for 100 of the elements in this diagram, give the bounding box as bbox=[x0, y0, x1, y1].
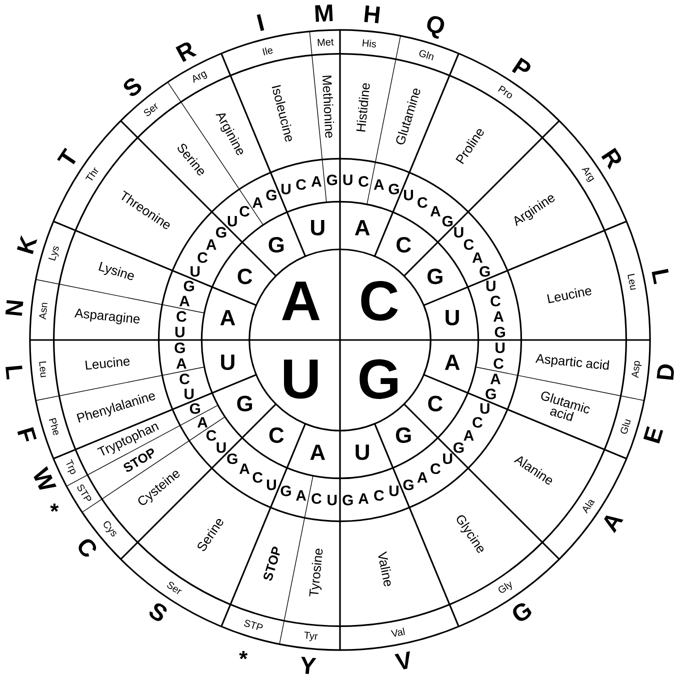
third-base-letter: U bbox=[389, 486, 398, 496]
one-letter-code: A bbox=[604, 516, 624, 534]
third-base-letter: U bbox=[228, 216, 237, 226]
amino-acid-abbreviation: Glu bbox=[620, 419, 631, 434]
third-base-letter: C bbox=[494, 358, 504, 369]
stop-symbol: * bbox=[239, 651, 248, 660]
second-base-letter: G bbox=[237, 396, 252, 412]
third-base-letter: U bbox=[266, 480, 276, 490]
first-base-letter: G bbox=[360, 359, 398, 399]
third-base-letter: G bbox=[388, 184, 399, 194]
third-base-letter: C bbox=[296, 179, 306, 190]
third-base-letter: C bbox=[180, 374, 190, 384]
third-base-letter: C bbox=[312, 493, 322, 504]
amino-acid-abbreviation: Phe bbox=[48, 418, 58, 436]
amino-acid-name: Asparagine bbox=[74, 308, 140, 324]
amino-acid-name: Valine bbox=[378, 551, 391, 586]
amino-acid-abbreviation: Arg bbox=[192, 71, 208, 83]
second-base-letter: U bbox=[356, 444, 369, 460]
third-base-letter: U bbox=[443, 454, 452, 464]
third-base-letter: A bbox=[180, 296, 190, 306]
amino-acid-abbreviation: Pro bbox=[498, 85, 512, 98]
third-base-letter: U bbox=[454, 227, 464, 238]
amino-acid-abbreviation: Ile bbox=[262, 47, 273, 56]
third-base-letter: A bbox=[176, 358, 186, 369]
one-letter-code: S bbox=[150, 603, 167, 621]
third-base-letter: C bbox=[464, 239, 474, 250]
amino-acid-abbreviation: Gly bbox=[498, 581, 512, 593]
first-base-letter: U bbox=[284, 360, 318, 399]
third-base-letter: C bbox=[240, 206, 250, 217]
amino-acid-abbreviation: Val bbox=[390, 628, 405, 637]
one-letter-code: F bbox=[17, 427, 37, 442]
amino-acid-abbreviation: Tyr bbox=[304, 632, 318, 642]
third-base-letter: C bbox=[418, 197, 428, 208]
second-base-letter: C bbox=[396, 237, 411, 253]
amino-acid-name: Tyrosine bbox=[309, 548, 323, 596]
one-letter-code: I bbox=[256, 14, 264, 31]
one-letter-code: R bbox=[601, 148, 622, 170]
third-base-letter: C bbox=[374, 490, 384, 501]
third-base-letter: A bbox=[198, 417, 208, 428]
one-letter-code: L bbox=[652, 268, 669, 284]
second-base-letter: G bbox=[268, 237, 284, 253]
third-base-letter: G bbox=[190, 403, 200, 414]
third-base-letter: G bbox=[480, 266, 490, 277]
third-base-letter: G bbox=[216, 227, 226, 238]
third-base-letter: U bbox=[216, 442, 226, 453]
one-letter-code: G bbox=[513, 603, 532, 621]
third-base-letter: A bbox=[464, 430, 474, 441]
amino-acid-abbreviation: Ser bbox=[144, 103, 158, 116]
amino-acid-abbreviation: Met bbox=[318, 38, 334, 46]
one-letter-code: W bbox=[34, 466, 56, 490]
second-base-letter: A bbox=[310, 444, 326, 460]
third-base-letter: C bbox=[472, 417, 482, 428]
third-base-letter: A bbox=[311, 176, 322, 187]
third-base-letter: G bbox=[266, 190, 276, 200]
third-base-letter: U bbox=[343, 174, 352, 186]
third-base-letter: U bbox=[404, 190, 414, 200]
one-letter-code: P bbox=[512, 58, 530, 74]
one-letter-code: L bbox=[6, 366, 22, 380]
amino-acid-abbreviation: Asp bbox=[632, 361, 642, 378]
one-letter-code: R bbox=[176, 42, 197, 62]
amino-acid-abbreviation: Leu bbox=[39, 361, 46, 378]
amino-acid-name: STOP bbox=[264, 546, 280, 581]
second-base-letter: A bbox=[354, 220, 370, 236]
third-base-letter: A bbox=[430, 206, 440, 216]
third-base-letter: G bbox=[280, 486, 291, 496]
third-base-letter: G bbox=[174, 342, 185, 354]
third-base-letter: A bbox=[206, 239, 216, 250]
amino-acid-abbreviation: Leu bbox=[628, 274, 636, 290]
amino-acid-abbreviation: Trp bbox=[66, 459, 76, 474]
amino-acid-abbreviation: STP bbox=[77, 484, 92, 501]
third-base-letter: U bbox=[480, 403, 490, 414]
third-base-letter: A bbox=[374, 179, 384, 190]
third-base-letter: A bbox=[417, 472, 428, 483]
third-base-letter: U bbox=[281, 184, 290, 194]
third-base-letter: U bbox=[175, 326, 184, 338]
third-base-letter: C bbox=[490, 296, 500, 306]
third-base-letter: G bbox=[494, 326, 505, 338]
third-base-letter: U bbox=[184, 388, 194, 400]
second-base-letter: U bbox=[446, 310, 459, 326]
amino-acid-name: Glutamic acid bbox=[541, 392, 590, 422]
third-base-letter: C bbox=[358, 176, 369, 187]
amino-acid-name: Aspartic acid bbox=[535, 354, 610, 370]
amino-acid-abbreviation: Lys bbox=[48, 246, 59, 261]
amino-acid-name: Isoleucine bbox=[272, 85, 292, 142]
second-base-letter: U bbox=[221, 354, 234, 370]
one-letter-code: Y bbox=[301, 656, 316, 674]
one-letter-code: Q bbox=[427, 16, 444, 39]
amino-acid-abbreviation: Thr bbox=[85, 167, 98, 180]
one-letter-code: V bbox=[394, 651, 410, 670]
third-base-letter: A bbox=[358, 493, 369, 504]
amino-acid-name: Lysine bbox=[98, 262, 134, 280]
one-letter-code: K bbox=[16, 235, 38, 254]
third-base-letter: G bbox=[486, 388, 496, 400]
second-base-letter: A bbox=[220, 310, 236, 326]
third-base-letter: G bbox=[227, 453, 238, 464]
second-base-letter: C bbox=[238, 268, 252, 284]
amino-acid-abbreviation: Asn bbox=[39, 302, 48, 320]
third-base-letter: C bbox=[252, 472, 263, 483]
second-base-letter: U bbox=[311, 220, 324, 236]
one-letter-code: C bbox=[78, 539, 96, 557]
